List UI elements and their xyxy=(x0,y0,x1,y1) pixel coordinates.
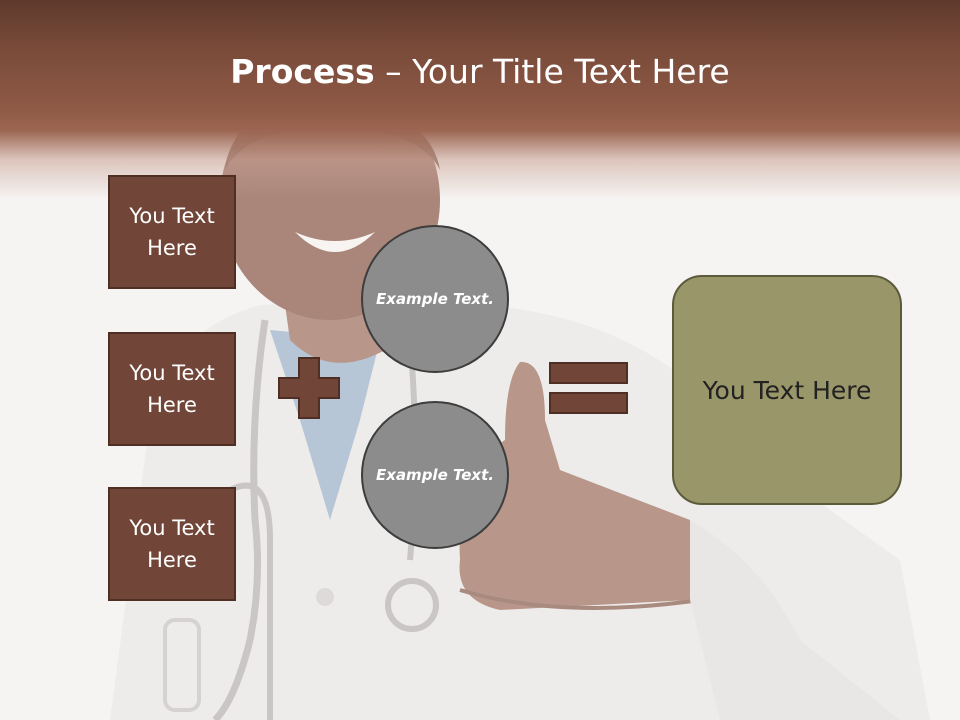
example-circle-2-label: Example Text. xyxy=(376,465,494,484)
text-box-2: You Text Here xyxy=(108,332,236,446)
example-circle-2: Example Text. xyxy=(361,401,509,549)
title-band xyxy=(0,0,960,200)
text-box-1-label: You Text Here xyxy=(129,204,215,260)
example-circle-1: Example Text. xyxy=(361,225,509,373)
title-rest: – Your Title Text Here xyxy=(374,52,730,91)
text-box-3-label: You Text Here xyxy=(129,516,215,572)
equals-icon xyxy=(549,362,628,414)
slide-title: Process – Your Title Text Here xyxy=(0,52,960,91)
result-box-label: You Text Here xyxy=(702,375,872,405)
result-box: You Text Here xyxy=(672,275,902,505)
text-box-1: You Text Here xyxy=(108,175,236,289)
title-bold-part: Process xyxy=(230,52,375,91)
plus-icon xyxy=(278,357,340,419)
text-box-3: You Text Here xyxy=(108,487,236,601)
text-box-2-label: You Text Here xyxy=(129,361,215,417)
example-circle-1-label: Example Text. xyxy=(376,289,494,308)
